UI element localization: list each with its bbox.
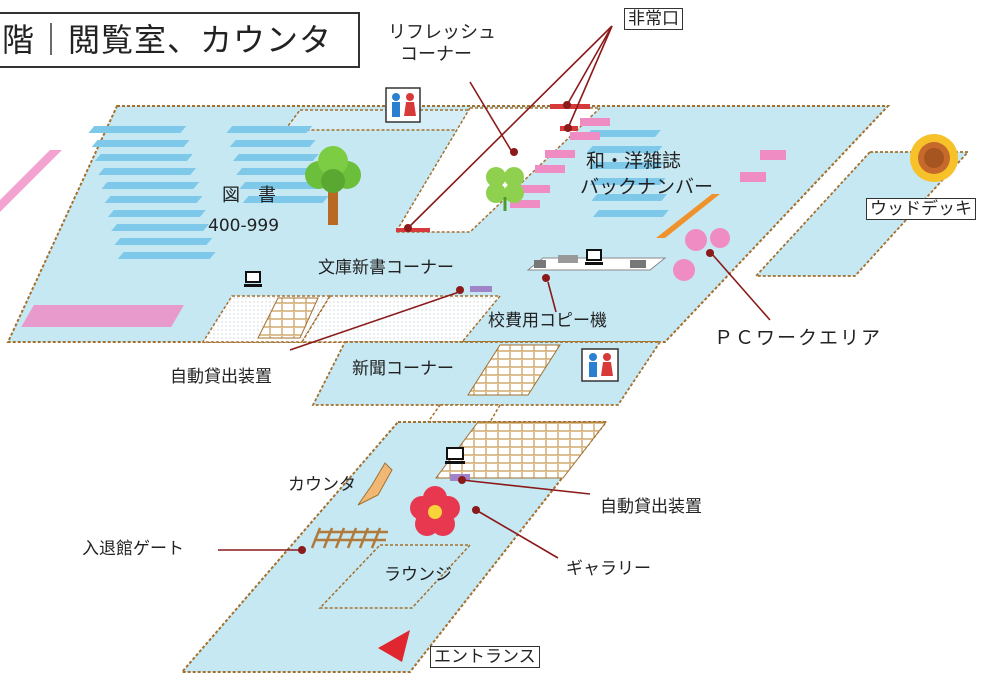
entry-gate-bars bbox=[310, 527, 388, 549]
leader-dots bbox=[298, 101, 714, 554]
pc-icon bbox=[244, 271, 262, 287]
sunflower-icon bbox=[910, 134, 958, 182]
floor-title-text: 階｜閲覧室、カウンタ bbox=[2, 21, 333, 59]
magazine-line-2: バックナンバー bbox=[580, 176, 714, 198]
plum-flower-icon bbox=[410, 486, 460, 536]
newspaper-corner-label: 新聞コーナー bbox=[352, 359, 454, 379]
clover-icon bbox=[486, 167, 524, 211]
emergency-exit-marker-3 bbox=[396, 228, 430, 232]
books-label: 図 書 bbox=[222, 185, 276, 206]
wood-deck-label: ウッドデッキ bbox=[866, 198, 976, 221]
main-floor bbox=[6, 105, 891, 343]
pc-icon-3 bbox=[445, 447, 465, 464]
newspaper-floor bbox=[311, 341, 662, 406]
auto-lending-label-1: 自動貸出装置 bbox=[170, 367, 272, 387]
entrance-arrow-icon bbox=[378, 630, 410, 662]
magazine-line-1: 和・洋雑誌 bbox=[586, 150, 682, 172]
magazine-backnumber-label: 和・洋雑誌 バックナンバー bbox=[580, 148, 713, 200]
entrance-label: エントランス bbox=[430, 646, 540, 669]
lounge-label: ラウンジ bbox=[384, 565, 452, 585]
counter-label: カウンタ bbox=[288, 475, 356, 495]
restroom-icon-2 bbox=[581, 348, 619, 382]
auto-lending-desk-1 bbox=[470, 286, 492, 292]
floor-title: 階｜閲覧室、カウンタ bbox=[0, 12, 360, 68]
refresh-corner-label: リフレッシュ コーナー bbox=[388, 22, 496, 66]
leader-lines bbox=[218, 25, 771, 559]
bookshelves bbox=[88, 126, 669, 259]
refresh-corner-line-1: リフレッシュ bbox=[388, 22, 496, 43]
tree-icon bbox=[305, 146, 361, 225]
orange-counter-north bbox=[656, 194, 720, 238]
refresh-corner-line-2: コーナー bbox=[400, 44, 472, 65]
lower-floor bbox=[179, 421, 609, 673]
emergency-exit-label: 非常口 bbox=[624, 8, 683, 31]
bunko-corner-label: 文庫新書コーナー bbox=[318, 258, 454, 278]
books-range-label: 400-999 bbox=[208, 216, 280, 236]
restroom-icon bbox=[385, 87, 421, 123]
pc-icon-2 bbox=[585, 249, 603, 265]
auto-lending-label-2: 自動貸出装置 bbox=[600, 497, 702, 517]
copier-label: 校費用コピー機 bbox=[488, 311, 607, 331]
entry-gate-label: 入退館ゲート bbox=[82, 539, 184, 559]
pc-work-area-label: ＰＣワークエリア bbox=[714, 327, 883, 349]
gallery-label: ギャラリー bbox=[566, 559, 651, 579]
